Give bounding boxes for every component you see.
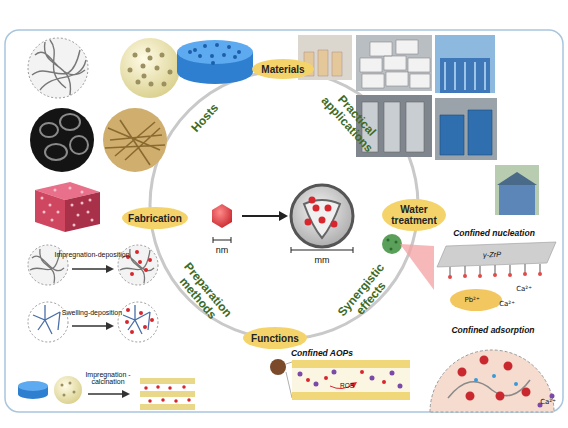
arrow-line <box>72 268 108 270</box>
arrow-line <box>72 325 108 327</box>
nanoparticle <box>212 204 232 228</box>
nucleus <box>450 289 502 311</box>
wood-host <box>103 108 167 172</box>
annotation-label: Confined nucleation <box>439 229 549 238</box>
annotation-label: Pb²⁺ <box>457 297 487 304</box>
scale-bar <box>213 237 231 243</box>
fiber-host <box>28 38 88 98</box>
phosphate-bonds <box>450 264 540 277</box>
channel-wall <box>140 391 195 397</box>
annotation-label: Impregnation-deposition <box>42 251 142 258</box>
photo-pipes <box>445 62 485 90</box>
adsorbent-section <box>430 350 554 412</box>
arrow-head <box>279 211 288 221</box>
nanoparticles <box>462 360 526 396</box>
blue-disc-top <box>18 381 48 391</box>
channel-wall <box>140 404 195 410</box>
polymer-host <box>28 302 68 342</box>
arrow-line <box>88 393 124 395</box>
channel <box>292 368 410 392</box>
scale-bar <box>291 247 353 253</box>
loaded-host <box>118 245 158 285</box>
polymer-network <box>33 305 60 334</box>
fiber-host <box>28 245 68 285</box>
blue-disc-top <box>177 40 253 64</box>
photo-building <box>440 58 490 93</box>
channel-wall <box>292 360 410 368</box>
sem-pores <box>40 114 88 160</box>
loaded-host <box>118 302 158 342</box>
arrow-head <box>122 390 130 398</box>
topic-oval: Water treatment <box>382 199 446 231</box>
porous-sphere <box>120 38 180 98</box>
nanoparticles <box>146 387 189 401</box>
channel-wall <box>292 392 410 400</box>
inner-pore <box>304 200 340 238</box>
bead <box>382 234 402 254</box>
oval-text: Water treatment <box>382 204 446 226</box>
foam-pores <box>42 188 92 225</box>
annotation-label: nm <box>210 246 234 255</box>
photo <box>435 98 497 160</box>
annotation-label: mm <box>309 256 335 265</box>
node-label: Materials <box>261 64 304 75</box>
pores <box>62 383 74 395</box>
annotation-label: γ-ZrP <box>472 250 512 259</box>
porous-sphere <box>54 376 82 404</box>
oxygen-sites <box>450 274 540 277</box>
zrp-layer <box>437 242 556 267</box>
photo-roof <box>497 172 537 185</box>
catalyst-bead <box>270 359 286 375</box>
node-label: Functions <box>251 333 299 344</box>
foam-side <box>65 192 100 232</box>
bead-pores <box>388 240 396 249</box>
polymer-chain <box>448 380 530 398</box>
annotation-label: Ca²⁺ <box>492 301 522 308</box>
catalyst-particles <box>308 372 384 382</box>
nanocomposite <box>291 185 353 247</box>
node-label: Water treatment <box>382 204 446 226</box>
nanoparticles <box>128 252 150 274</box>
target-ions <box>476 376 516 384</box>
arrow-line <box>242 215 280 217</box>
photo-machines <box>440 110 492 155</box>
pores <box>190 45 239 63</box>
annotation-label: Impregnation -calcination <box>78 371 138 386</box>
photo-plant <box>499 185 535 215</box>
annotation-label: Swelling-deposition <box>42 309 142 316</box>
topic-oval: Fabrication <box>122 207 188 229</box>
oval-text: Functions <box>251 333 299 344</box>
fibers <box>32 40 86 95</box>
zoom-lines <box>286 362 292 398</box>
annotation-label: ROS <box>334 383 360 390</box>
annotation-label: Ca²⁺ <box>509 286 539 293</box>
pores <box>130 50 170 84</box>
photo <box>356 35 432 91</box>
arrow-head <box>106 265 114 273</box>
oval-text: Materials <box>261 64 304 75</box>
photo <box>495 165 539 215</box>
frame <box>5 30 563 412</box>
arrow-head <box>106 322 114 330</box>
node-label: Fabrication <box>128 213 182 224</box>
sem-image <box>30 108 94 172</box>
zoom-wedge <box>400 244 434 290</box>
photo <box>435 35 495 93</box>
topic-oval: Functions <box>243 327 307 349</box>
wood-fibers <box>105 120 165 165</box>
photo-bags <box>360 40 430 88</box>
foam-front <box>35 190 65 232</box>
channel-wall <box>140 378 195 384</box>
annotation-label: Ca²⁺ <box>533 399 563 406</box>
annotation-label: Confined AOPs <box>272 349 372 358</box>
nanoparticles <box>127 310 152 332</box>
topic-oval: Materials <box>252 59 314 79</box>
annotation-label: Confined adsorption <box>438 326 548 335</box>
oval-text: Fabrication <box>128 213 182 224</box>
nanoparticles <box>308 200 334 224</box>
